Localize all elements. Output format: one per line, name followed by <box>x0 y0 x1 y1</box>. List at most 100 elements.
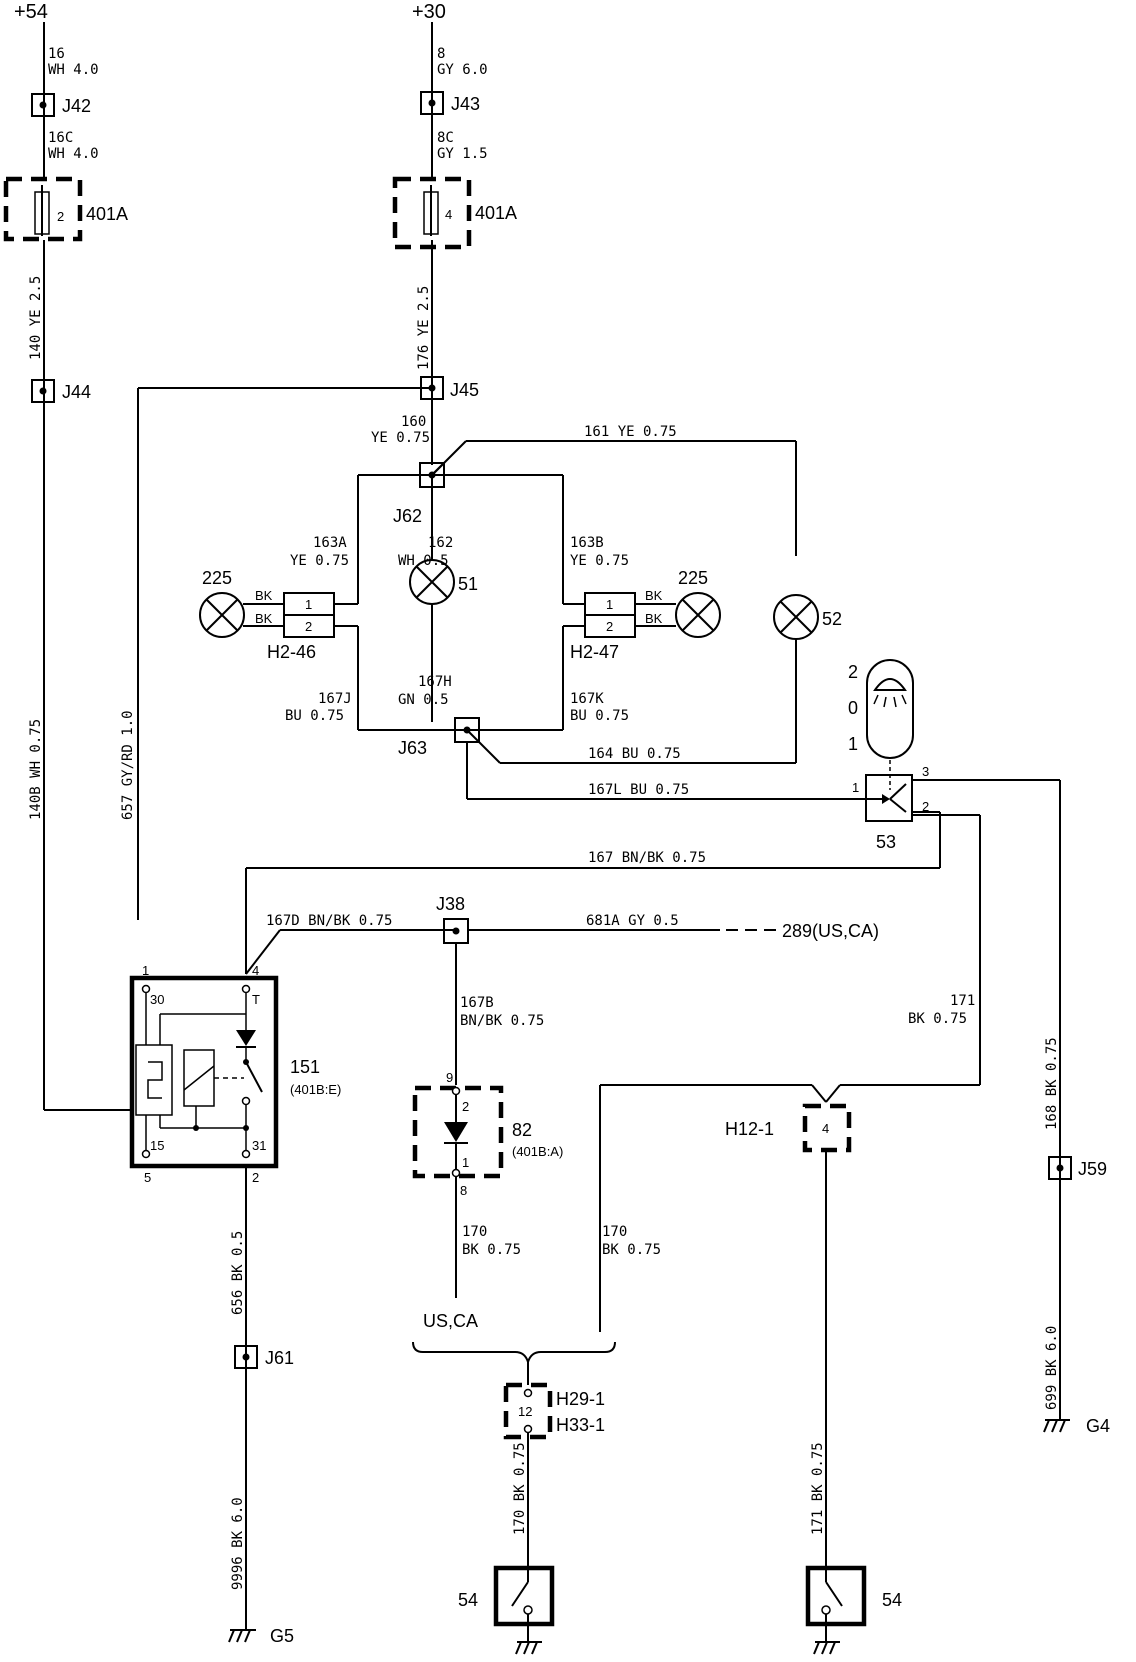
fuse-left <box>3 176 83 242</box>
wire-8-spec: GY 6.0 <box>437 62 488 78</box>
junction-j43: J43 <box>451 94 480 114</box>
wire-657-label: 657 GY/RD 1.0 <box>120 710 136 820</box>
lamp-225-left-label: 225 <box>202 568 232 588</box>
junction-j42: J42 <box>62 96 91 116</box>
lamp-52-label: 52 <box>822 609 842 629</box>
wire-167j-number: 167J <box>318 691 352 707</box>
switch-53-label: 53 <box>876 832 896 852</box>
connector-h2-47-pin1: 1 <box>606 597 613 612</box>
connector-h12-1-label: H12-1 <box>725 1119 774 1139</box>
wire-bk-1: BK <box>255 588 273 603</box>
wire-8c-number: 8C <box>437 130 454 146</box>
junction-j59: J59 <box>1078 1159 1107 1179</box>
wire-161-label: 161 YE 0.75 <box>584 424 677 440</box>
supply-30-label: +30 <box>412 1 446 23</box>
switch-53-pin3: 3 <box>922 764 929 779</box>
wire-167k-number: 167K <box>570 691 604 707</box>
wire-699-label: 699 BK 6.0 <box>1044 1326 1060 1410</box>
wire-170a-number: 170 <box>462 1224 487 1240</box>
wire-8-number: 8 <box>437 46 445 62</box>
relay-151-label: 151 <box>290 1057 320 1077</box>
relay-151-term-30: 30 <box>150 992 164 1007</box>
wire-16 <box>43 22 139 1111</box>
wire-167l-label: 167L BU 0.75 <box>588 782 689 798</box>
wire-167-label: 167 BN/BK 0.75 <box>588 850 706 866</box>
relay-151-pin5: 5 <box>144 1170 151 1185</box>
junction-j44-box <box>31 379 55 403</box>
wire-171-number: 171 <box>950 993 975 1009</box>
wire-167b-number: 167B <box>460 995 494 1011</box>
option-us-ca: US,CA <box>423 1311 478 1331</box>
supply-54-label: +54 <box>14 1 48 23</box>
junction-j45-box <box>420 376 444 400</box>
wire-16-spec: WH 4.0 <box>48 62 99 78</box>
switch-53-pos-2: 2 <box>848 662 858 682</box>
relay-151-pin1: 1 <box>142 963 149 978</box>
diode-82-sub: (401B:A) <box>512 1144 563 1159</box>
diode-82-label: 82 <box>512 1120 532 1140</box>
fuse-left-label: 401A <box>86 204 128 224</box>
wire-164 <box>466 729 796 764</box>
junction-j59-box <box>1048 1156 1072 1180</box>
connector-h2-46 <box>283 574 359 720</box>
junction-j45: J45 <box>450 380 479 400</box>
wire-681a-label: 681A GY 0.5 <box>586 913 679 929</box>
wire-167j-spec: BU 0.75 <box>285 708 344 724</box>
lamp-51 <box>409 559 455 722</box>
junction-j42-box <box>31 93 55 117</box>
wire-140-label: 140 YE 2.5 <box>28 276 44 360</box>
door-switch-54-left <box>493 1565 555 1655</box>
wire-167j-167k <box>357 720 564 731</box>
diode-82-pin2: 2 <box>462 1099 469 1114</box>
wire-171 <box>825 814 981 1103</box>
ground-g4: G4 <box>1086 1416 1110 1436</box>
wire-16-number: 16 <box>48 46 65 62</box>
wire-171b-label: 171 BK 0.75 <box>810 1442 826 1535</box>
wire-163b-spec: YE 0.75 <box>570 553 629 569</box>
diode-82-pin9: 9 <box>446 1070 453 1085</box>
wire-160-spec: YE 0.75 <box>371 430 430 446</box>
lamp-225-left <box>199 592 284 638</box>
connector-h2-47 <box>562 574 636 720</box>
wire-168 <box>912 779 1061 1420</box>
lamp-51-label: 51 <box>458 574 478 594</box>
relay-151 <box>129 975 279 1169</box>
connector-h2-47-label: H2-47 <box>570 642 619 662</box>
junction-j44: J44 <box>62 382 91 402</box>
junction-j63: J63 <box>398 738 427 758</box>
relay-151-term-15: 15 <box>150 1138 164 1153</box>
connector-h2-47-pin2: 2 <box>606 619 613 634</box>
wire-656-label: 656 BK 0.5 <box>230 1231 246 1315</box>
connector-h2-46-label: H2-46 <box>267 642 316 662</box>
junction-j44-dot <box>39 387 47 395</box>
wire-140b-label: 140B WH 0.75 <box>28 719 44 820</box>
wire-657 <box>137 387 432 920</box>
wire-170b-spec: BK 0.75 <box>602 1242 661 1258</box>
junction-j42-dot <box>39 101 47 109</box>
ground-g5-icon <box>228 1629 256 1643</box>
wire-8c-spec: GY 1.5 <box>437 146 488 162</box>
wire-170a-spec: BK 0.75 <box>462 1242 521 1258</box>
junction-j61-dot <box>242 1353 250 1361</box>
dome-light-icon <box>866 659 914 759</box>
diode-82 <box>412 1085 504 1298</box>
wire-9996-label: 9996 BK 6.0 <box>230 1497 246 1590</box>
wire-170c-label: 170 BK 0.75 <box>512 1442 528 1535</box>
wire-bk-2: BK <box>255 611 273 626</box>
junction-j38-dot <box>452 927 460 935</box>
wire-168-label: 168 BK 0.75 <box>1044 1037 1060 1130</box>
junction-j62-box <box>419 462 445 488</box>
junction-j45-dot <box>428 384 436 392</box>
connector-h12-1-pin: 4 <box>822 1121 829 1136</box>
reference-289: 289(US,CA) <box>782 921 879 941</box>
wire-167b-spec: BN/BK 0.75 <box>460 1013 544 1029</box>
wire-161 <box>431 440 797 556</box>
us-ca-brace <box>412 1341 616 1366</box>
lamp-225-right-label: 225 <box>678 568 708 588</box>
door-switch-54-right <box>805 1565 867 1655</box>
wire-167 <box>245 811 941 974</box>
wire-167l <box>466 742 880 800</box>
switch-53-pos-0: 0 <box>848 698 858 718</box>
wire-167h-spec: GN 0.5 <box>398 692 449 708</box>
connector-h29-1-pin: 12 <box>518 1404 532 1419</box>
